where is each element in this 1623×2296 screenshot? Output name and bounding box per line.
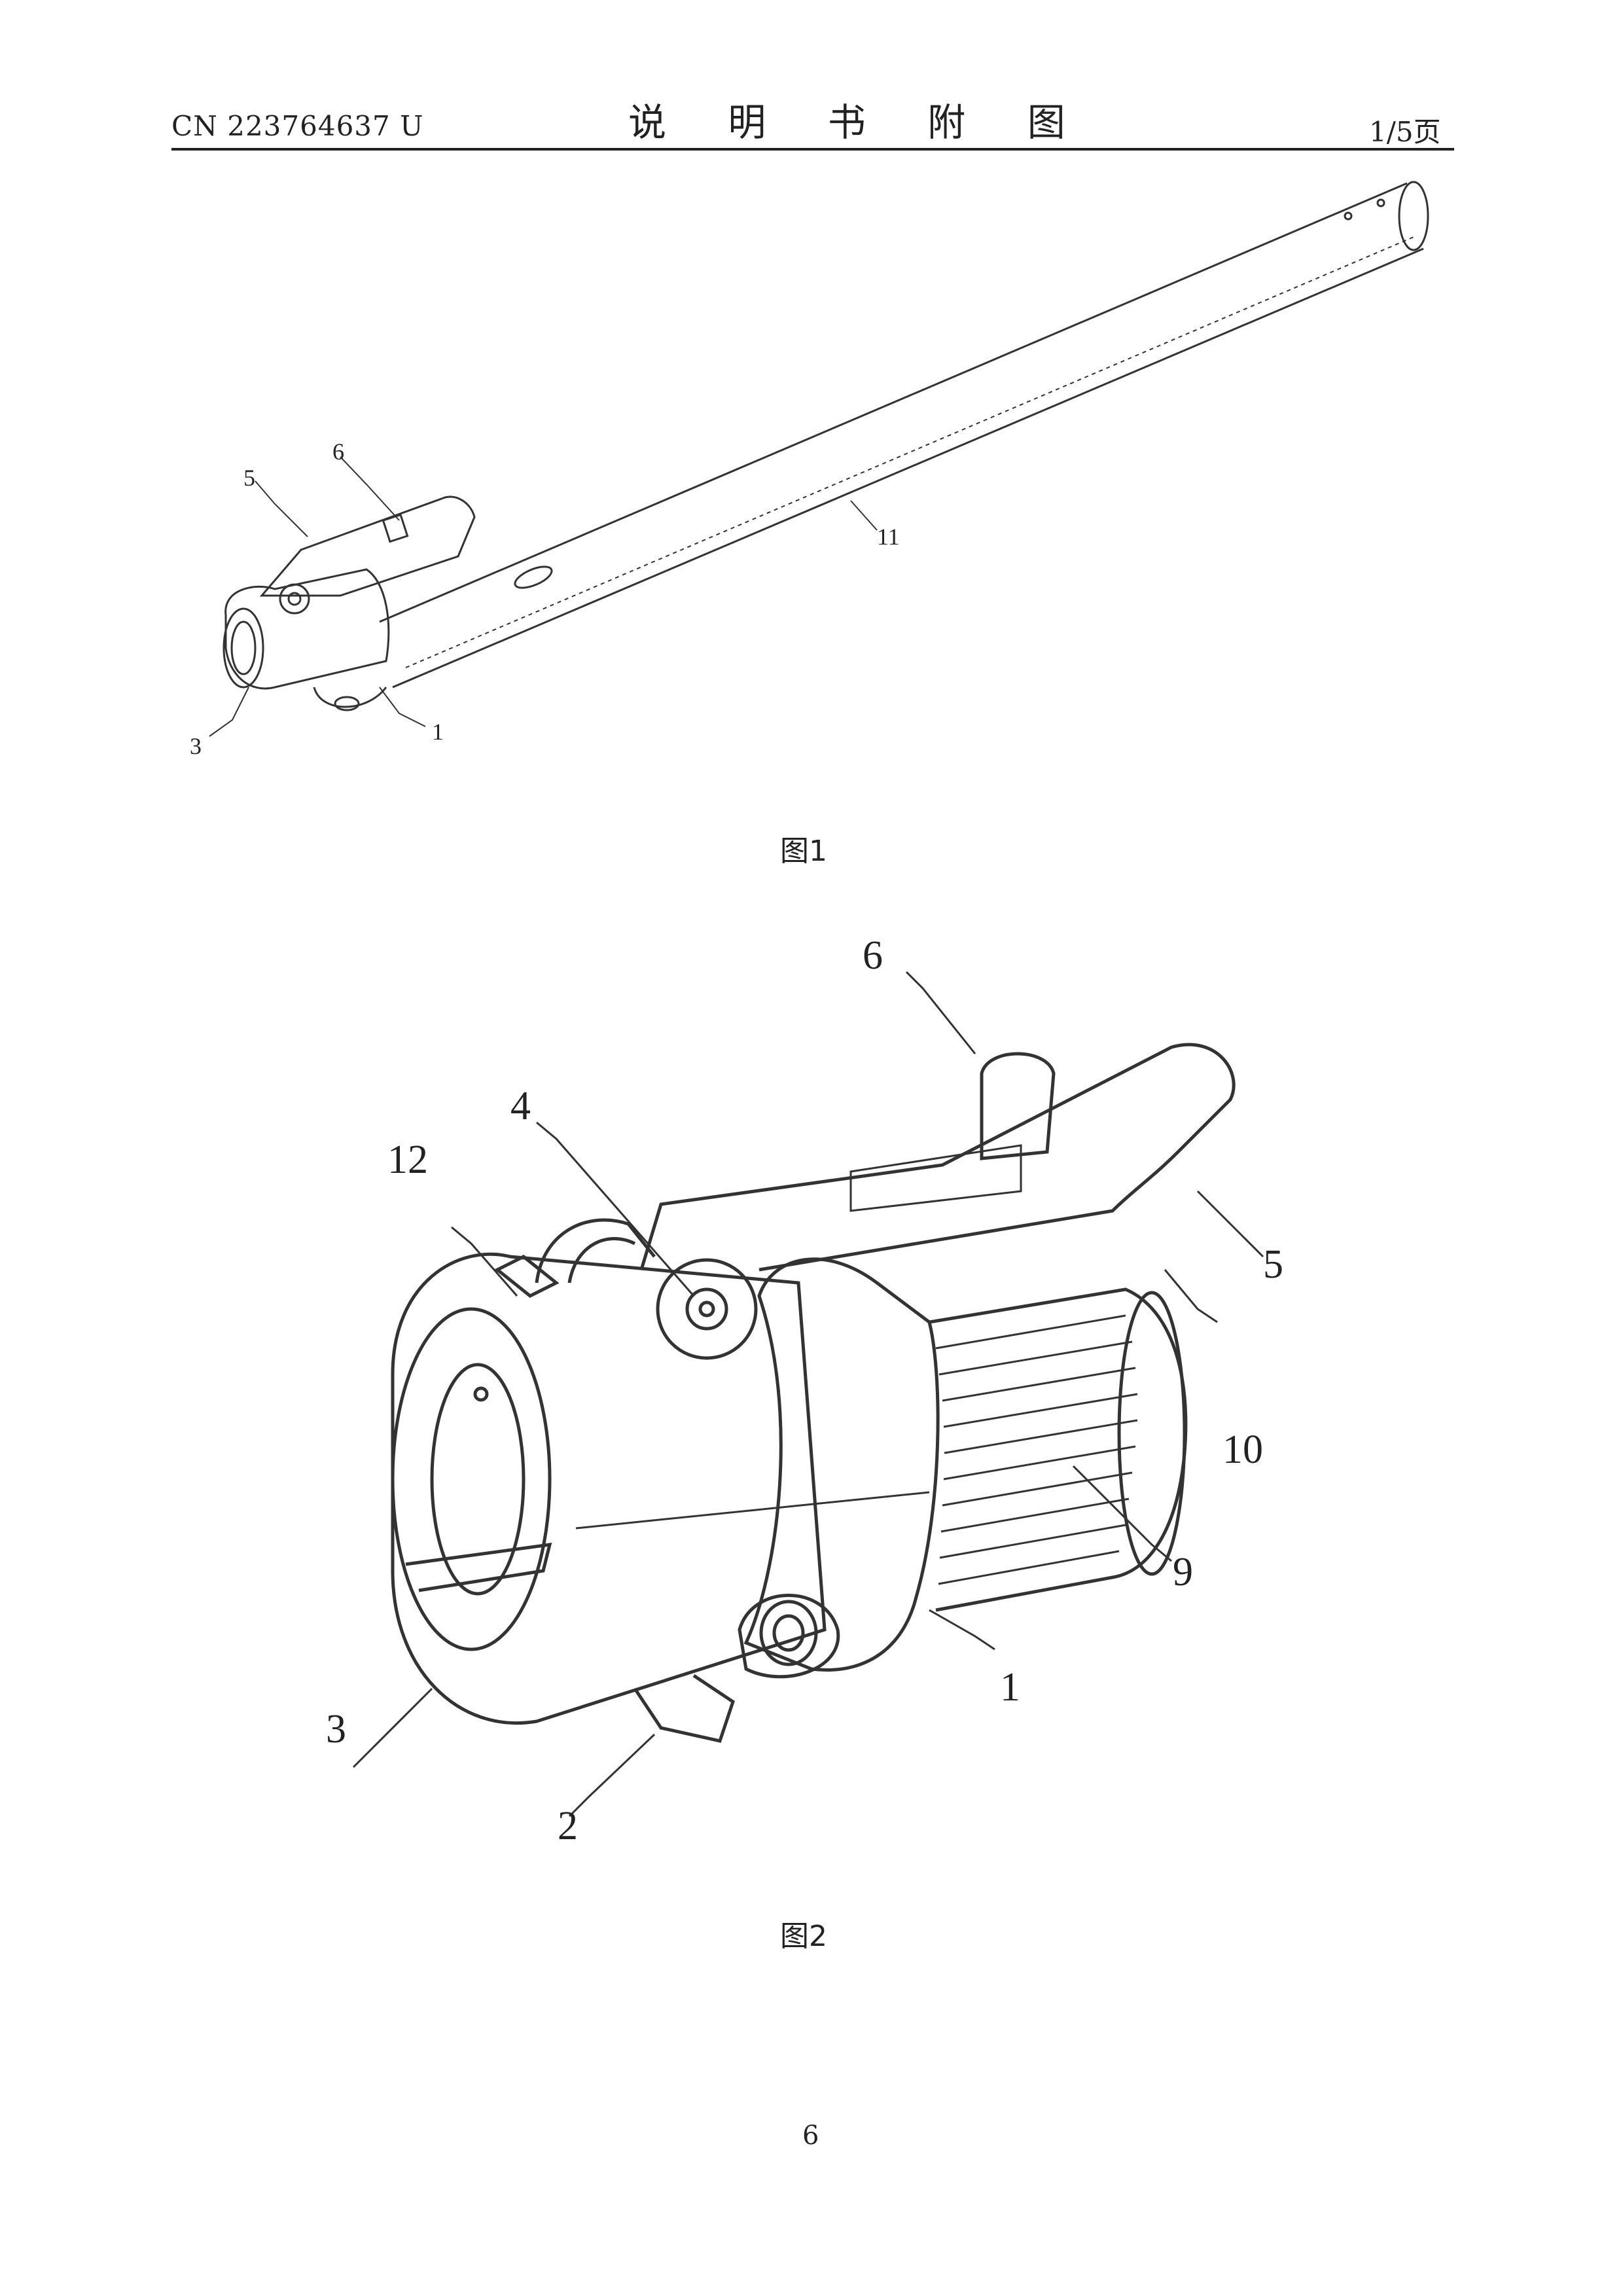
fig2-label-1: 1 [1000, 1665, 1020, 1710]
lever [641, 1045, 1234, 1270]
fig2-label-6: 6 [863, 933, 883, 978]
fig2-label-10: 10 [1222, 1427, 1263, 1472]
lever-window [851, 1145, 1021, 1211]
clamp-bore [224, 609, 263, 687]
page-title: 说 明 书 附 图 [628, 92, 1090, 147]
clamp-body [746, 1259, 938, 1670]
page-count: 1/5页 [1369, 110, 1441, 150]
tube-end [1119, 1293, 1185, 1574]
publication-number: CN 223764637 U [171, 110, 423, 142]
fig2-label-4: 4 [510, 1084, 531, 1128]
tube-bottom-edge [393, 249, 1423, 687]
fig2-label-3: 3 [326, 1707, 346, 1751]
fig2-label-9: 9 [1173, 1550, 1193, 1594]
figure-2-caption: 图2 [780, 1912, 827, 1954]
lever-tab [982, 1054, 1054, 1158]
fig2-label-2: 2 [558, 1804, 578, 1848]
fig1-label-3: 3 [190, 733, 202, 759]
tube-end [1399, 182, 1428, 250]
tube-top-edge [380, 183, 1407, 622]
header-rule [171, 148, 1454, 151]
fig1-label-11: 11 [877, 524, 900, 550]
figure-1: 5 6 11 1 3 [0, 164, 1623, 785]
knurl-ridges [936, 1316, 1137, 1584]
collar-slot [406, 1545, 550, 1590]
figure-2-drawing: 6 4 12 5 10 9 1 3 2 [0, 916, 1623, 1865]
fig2-label-5: 5 [1263, 1242, 1283, 1287]
lever-tab [383, 515, 407, 542]
figure-1-drawing: 5 6 11 1 3 [0, 164, 1623, 785]
page-number: 6 [802, 2121, 819, 2151]
front-collar [393, 1254, 825, 1723]
fig1-label-6: 6 [332, 439, 344, 465]
fig1-label-5: 5 [243, 465, 255, 491]
tube-slot [512, 562, 555, 592]
collar-face [393, 1309, 550, 1649]
lever [262, 497, 474, 596]
tube-center-line [406, 236, 1417, 668]
pivot-roller [280, 584, 309, 613]
fig1-label-1: 1 [432, 719, 444, 745]
body-parting-line [576, 1492, 929, 1528]
figure-2: 6 4 12 5 10 9 1 3 2 [0, 916, 1623, 1865]
fig2-label-12: 12 [387, 1138, 428, 1182]
latch [497, 1257, 556, 1296]
lug-hole [761, 1602, 816, 1664]
figure-1-caption: 图1 [780, 827, 827, 869]
